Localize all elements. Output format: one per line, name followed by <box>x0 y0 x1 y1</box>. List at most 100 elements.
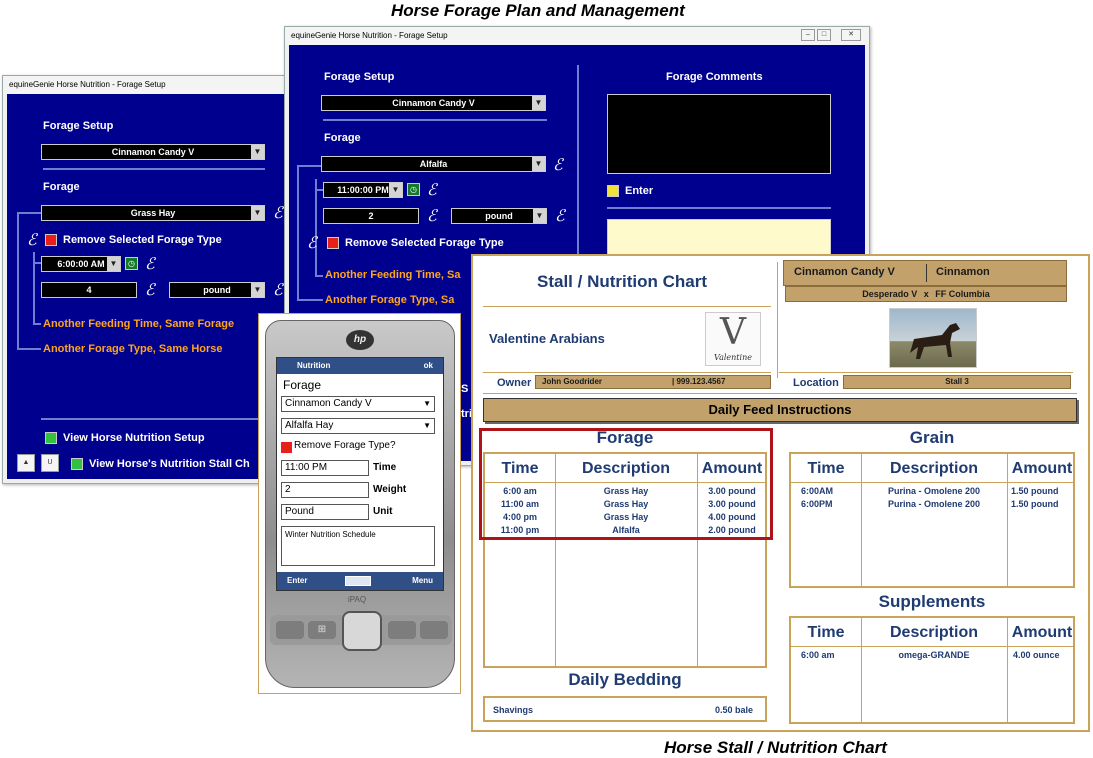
close-button[interactable]: ✕ <box>841 29 861 41</box>
horse-photo <box>889 308 977 368</box>
horse-select[interactable]: Cinnamon Candy V▼ <box>41 144 265 160</box>
dropdown-arrow-icon[interactable]: ▼ <box>423 421 431 430</box>
unit-select[interactable]: pound▼ <box>451 208 547 224</box>
comments-box[interactable] <box>607 94 831 174</box>
chevron-down-icon[interactable]: ▼ <box>251 283 264 297</box>
keyboard-icon[interactable] <box>345 576 371 586</box>
another-forage-type-link[interactable]: Another Forage Type, Same Horse <box>43 343 223 355</box>
enter-label[interactable]: Enter <box>625 185 654 197</box>
up-arrow-icon[interactable]: ▲ <box>17 454 35 472</box>
pda-contacts-button[interactable] <box>420 621 448 639</box>
chevron-down-icon[interactable]: ▼ <box>389 183 402 197</box>
amount-input[interactable]: 2 <box>323 208 419 224</box>
horse-select-value: Cinnamon Candy V <box>392 98 475 108</box>
grain-row-cell: Purina - Omolene 200 <box>887 486 981 496</box>
pda-remove-label: Remove Forage Type? <box>294 440 396 451</box>
chevron-down-icon[interactable]: ▼ <box>532 96 545 110</box>
grain-title: Grain <box>909 428 955 447</box>
time-select[interactable]: 11:00:00 PM▼ <box>323 182 403 198</box>
another-feeding-time-link[interactable]: Another Feeding Time, Sa <box>325 269 461 281</box>
chevron-down-icon[interactable]: ▼ <box>533 209 546 223</box>
forage-row-cell: 3.00 pound <box>708 486 756 496</box>
clock-icon[interactable]: ◷ <box>125 257 138 270</box>
amount-input[interactable]: 4 <box>41 282 137 298</box>
pda-horse-select[interactable]: Cinnamon Candy V▼ <box>281 396 435 412</box>
view-setup-link[interactable]: View Horse Nutrition Setup <box>63 432 205 444</box>
pda-remove-checkbox[interactable] <box>281 442 292 453</box>
pda-start-button[interactable]: ⊞ <box>308 621 336 639</box>
pda-time-input[interactable]: 11:00 PM <box>281 460 369 476</box>
pda-calendar-button[interactable] <box>276 621 304 639</box>
dropdown-arrow-icon[interactable]: ▼ <box>423 399 431 408</box>
chevron-down-icon[interactable]: ▼ <box>251 145 264 159</box>
maximize-button[interactable]: □ <box>817 29 831 41</box>
pda-unit-input[interactable]: Pound <box>281 504 369 520</box>
forage-select[interactable]: Grass Hay▼ <box>41 205 265 221</box>
chevron-down-icon[interactable]: ▼ <box>251 206 264 220</box>
edit-icon[interactable]: ℰ <box>427 206 437 225</box>
window-body: Forage Setup Cinnamon Candy V▼ Forage Gr… <box>7 94 287 479</box>
edit-icon[interactable]: ℰ <box>427 180 437 199</box>
edit-icon[interactable]: ℰ <box>27 230 37 249</box>
forage-row-cell: Grass Hay <box>603 512 649 522</box>
tree-line <box>297 299 323 301</box>
daily-feed-title: Daily Feed Instructions <box>708 402 852 417</box>
pda-weight-input[interactable]: 2 <box>281 482 369 498</box>
remove-forage-label: Remove Selected Forage Type <box>63 234 222 246</box>
unit-select-value: pound <box>203 285 231 295</box>
pda-forage-select[interactable]: Alfalfa Hay▼ <box>281 418 435 434</box>
undo-icon[interactable]: U <box>41 454 59 472</box>
supplements-header-amount: Amount <box>1011 624 1073 641</box>
forage-setup-window-back: equineGenie Horse Nutrition - Forage Set… <box>2 75 292 484</box>
enter-checkbox[interactable] <box>607 185 619 197</box>
forage-label: Forage <box>43 181 80 193</box>
column-rule <box>861 618 862 722</box>
remove-forage-checkbox[interactable] <box>327 237 339 249</box>
edit-icon[interactable]: ℰ <box>145 280 155 299</box>
tree-line <box>17 212 41 214</box>
remove-forage-checkbox[interactable] <box>45 234 57 246</box>
edit-icon[interactable]: ℰ <box>553 155 563 174</box>
horse-name-bar: Cinnamon Candy V Cinnamon <box>783 260 1067 286</box>
view-chart-checkbox[interactable] <box>71 458 83 470</box>
header-rule <box>791 482 1073 483</box>
divider <box>607 207 831 209</box>
edit-icon[interactable]: ℰ <box>273 280 283 299</box>
grain-header-description: Description <box>889 460 978 477</box>
forage-select[interactable]: Alfalfa▼ <box>321 156 546 172</box>
edit-icon[interactable]: ℰ <box>145 254 155 273</box>
pda-dpad[interactable] <box>342 611 382 651</box>
horse-select[interactable]: Cinnamon Candy V ▼ <box>321 95 546 111</box>
dam: FF Columbia <box>935 289 990 299</box>
pda-notes[interactable]: Winter Nutrition Schedule <box>281 526 435 566</box>
notes-panel[interactable] <box>607 219 831 259</box>
edit-icon[interactable]: ℰ <box>273 203 283 222</box>
supplements-row-cell: omega-GRANDE <box>898 650 970 660</box>
column-rule <box>1007 618 1008 722</box>
grain-row-cell: 1.50 pound <box>1011 486 1059 496</box>
pda-ok-button[interactable]: ok <box>423 361 433 370</box>
chevron-down-icon[interactable]: ▼ <box>532 157 545 171</box>
supplements-header-time: Time <box>807 624 845 641</box>
edit-icon[interactable]: ℰ <box>555 206 565 225</box>
clock-icon[interactable]: ◷ <box>407 183 420 196</box>
bedding-title: Daily Bedding <box>568 670 682 689</box>
pda-menu-softkey[interactable]: Menu <box>412 576 433 585</box>
pda-enter-softkey[interactable]: Enter <box>287 576 308 585</box>
minimize-button[interactable]: – <box>801 29 815 41</box>
forage-comments-label: Forage Comments <box>666 71 763 83</box>
another-feeding-time-link[interactable]: Another Feeding Time, Same Forage <box>43 318 235 330</box>
divider <box>323 119 547 121</box>
another-forage-type-link[interactable]: Another Forage Type, Sa <box>325 294 455 306</box>
pda-ok-hardware-button[interactable] <box>388 621 416 639</box>
view-chart-link[interactable]: View Horse's Nutrition Stall Ch <box>89 458 250 470</box>
time-select[interactable]: 6:00:00 AM▼ <box>41 256 121 272</box>
chevron-down-icon[interactable]: ▼ <box>107 257 120 271</box>
divider <box>43 168 265 170</box>
edit-icon[interactable]: ℰ <box>307 233 317 252</box>
forage-row-cell: 4.00 pound <box>708 512 756 522</box>
location-label: Location <box>793 377 839 389</box>
unit-select[interactable]: pound ▼ <box>169 282 265 298</box>
view-setup-checkbox[interactable] <box>45 432 57 444</box>
